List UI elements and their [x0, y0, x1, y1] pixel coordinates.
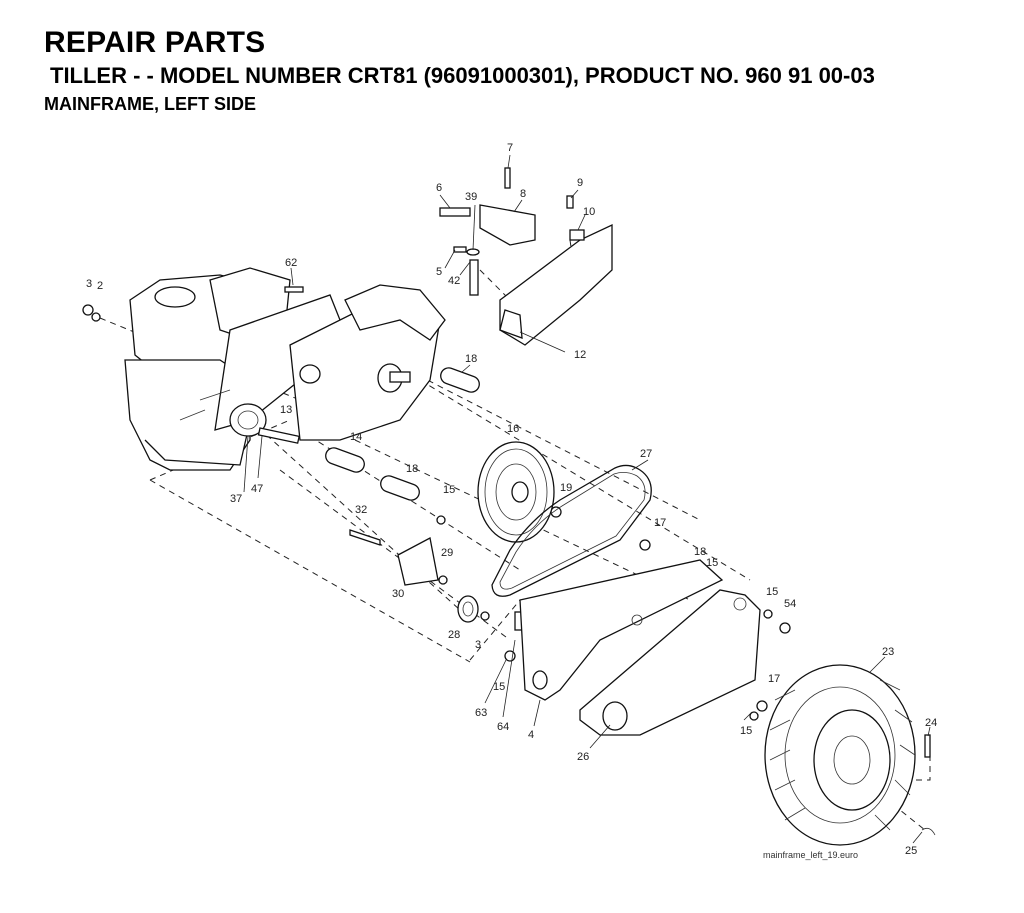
callout-8: 8	[520, 188, 526, 200]
callout-42: 42	[448, 275, 460, 287]
callout-64: 64	[497, 721, 509, 733]
callout-27: 27	[640, 448, 652, 460]
callout-15-mid: 15	[443, 484, 455, 496]
callout-6: 6	[436, 182, 442, 194]
callout-3-bottom: 3	[475, 639, 481, 651]
model-subtitle: TILLER - - MODEL NUMBER CRT81 (960910003…	[50, 63, 875, 88]
callout-18-top: 18	[465, 353, 477, 365]
callout-3-top: 3	[86, 278, 92, 290]
callout-2: 2	[97, 280, 103, 292]
callout-47: 47	[251, 483, 263, 495]
callout-39: 39	[465, 191, 477, 203]
callout-15-far: 15	[766, 586, 778, 598]
callout-5: 5	[436, 266, 442, 278]
page-title: REPAIR PARTS	[44, 26, 266, 59]
drive-belt-inner	[499, 472, 646, 590]
callout-30: 30	[392, 588, 404, 600]
drive-belt	[491, 464, 652, 597]
chain-case-and-bracket	[519, 559, 761, 736]
callout-17-mid: 17	[654, 517, 666, 529]
callout-9: 9	[577, 177, 583, 189]
callout-24: 24	[925, 717, 937, 729]
callout-12: 12	[574, 349, 586, 361]
callout-17-low: 17	[768, 673, 780, 685]
callout-32: 32	[355, 504, 367, 516]
callout-18-right: 18	[694, 546, 706, 558]
callout-15-right: 15	[706, 557, 718, 569]
callout-18-mid: 18	[406, 463, 418, 475]
callout-26: 26	[577, 751, 589, 763]
callout-10: 10	[583, 206, 595, 218]
section-title: MAINFRAME, LEFT SIDE	[44, 94, 256, 114]
callout-29: 29	[441, 547, 453, 559]
callout-labels: 7 6 39 8 9 10 5 42 62 3 2 12 18 13 14 16…	[86, 142, 937, 857]
callout-16: 16	[507, 423, 519, 435]
callout-4: 4	[528, 729, 534, 741]
callout-7: 7	[507, 142, 513, 154]
callout-54: 54	[784, 598, 796, 610]
pulleys	[457, 441, 555, 623]
callout-19: 19	[560, 482, 572, 494]
callout-13: 13	[280, 404, 292, 416]
callout-leaders	[243, 154, 931, 844]
callout-63: 63	[475, 707, 487, 719]
callout-15-wheel: 15	[740, 725, 752, 737]
tiller-wheel	[764, 664, 916, 846]
callout-23: 23	[882, 646, 894, 658]
callout-25: 25	[905, 845, 917, 857]
upper-shield-group	[439, 167, 613, 346]
callout-14: 14	[350, 431, 362, 443]
drawing-caption: mainframe_left_19.euro	[763, 850, 858, 860]
callout-37: 37	[230, 493, 242, 505]
callout-62: 62	[285, 257, 297, 269]
callout-28: 28	[448, 629, 460, 641]
callout-15-low: 15	[493, 681, 505, 693]
engine-and-mainframe	[124, 267, 446, 471]
